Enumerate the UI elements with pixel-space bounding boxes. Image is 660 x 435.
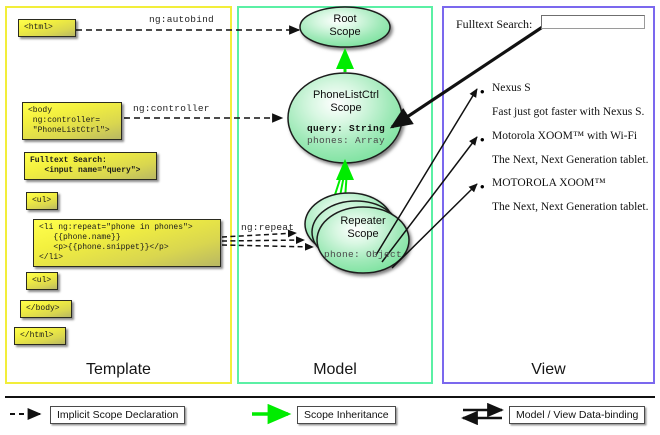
view-item-name-0: Nexus S: [492, 82, 531, 94]
code-box-ul-close: <ul>: [26, 272, 58, 290]
code-box-ul-open: <ul>: [26, 192, 58, 210]
view-item-name-2: MOTOROLA XOOM™: [492, 177, 606, 189]
repeater-scope-title-line2: Scope: [347, 228, 379, 240]
list-bullet-icon: •: [480, 132, 485, 147]
view-search-label: Fulltext Search:: [456, 17, 533, 31]
view-item-name-1: Motorola XOOM™ with Wi-Fi: [492, 130, 638, 142]
legend-divider: [5, 396, 655, 398]
property-phones: phones: Array: [306, 135, 385, 146]
code-box-body-close: </body>: [20, 300, 72, 318]
search-input[interactable]: [541, 15, 645, 29]
label-ng-repeat: ng:repeat: [241, 222, 295, 233]
phonelistctrl-scope-properties: query: String phones: Array: [290, 123, 402, 147]
list-bullet-icon: •: [480, 179, 485, 194]
view-item-snippet-1: The Next, Next Generation tablet.: [492, 154, 649, 166]
property-query: query: String: [306, 123, 385, 134]
code-box-html-close: </html>: [14, 327, 66, 345]
code-box-fulltext-search: Fulltext Search: <input name="query">: [24, 152, 157, 180]
label-ng-autobind: ng:autobind: [149, 14, 214, 25]
legend-implicit-scope-declaration: Implicit Scope Declaration: [50, 406, 186, 424]
legend-model-view-data-binding: Model / View Data-binding: [509, 406, 646, 424]
view-item-snippet-2: The Next, Next Generation tablet.: [492, 201, 649, 213]
view-item-snippet-0: Fast just got faster with Nexus S.: [492, 106, 645, 118]
code-box-body-open: <body ng:controller= "PhoneListCtrl">: [22, 102, 122, 140]
repeater-scope-title: Repeater Scope: [308, 215, 418, 241]
legend-glyph-double-arrow: [461, 402, 504, 426]
column-label-model: Model: [313, 361, 357, 378]
list-bullet-icon: •: [480, 84, 485, 99]
root-scope-title-line2: Scope: [329, 26, 361, 38]
column-model: [237, 6, 433, 384]
code-box-html-open: <html>: [18, 19, 76, 37]
repeater-scope-properties: phone: Object: [308, 249, 418, 261]
repeater-scope-title-line1: Repeater: [340, 215, 386, 227]
property-phone: phone: Object: [323, 249, 402, 260]
column-label-template: Template: [86, 361, 151, 378]
root-scope-title: Root Scope: [300, 13, 390, 39]
legend-scope-inheritance: Scope Inheritance: [297, 406, 396, 424]
phonelistctrl-scope-title-line2: Scope: [330, 102, 362, 114]
phonelistctrl-scope-title-line1: PhoneListCtrl: [312, 89, 380, 101]
label-ng-controller: ng:controller: [133, 103, 210, 114]
code-box-li-repeat: <li ng:repeat="phone in phones"> {{phone…: [33, 219, 221, 267]
column-view: [442, 6, 655, 384]
phonelistctrl-scope-title: PhoneListCtrl Scope: [290, 89, 402, 115]
root-scope-title-line1: Root: [333, 13, 357, 25]
column-label-view: View: [531, 361, 566, 378]
